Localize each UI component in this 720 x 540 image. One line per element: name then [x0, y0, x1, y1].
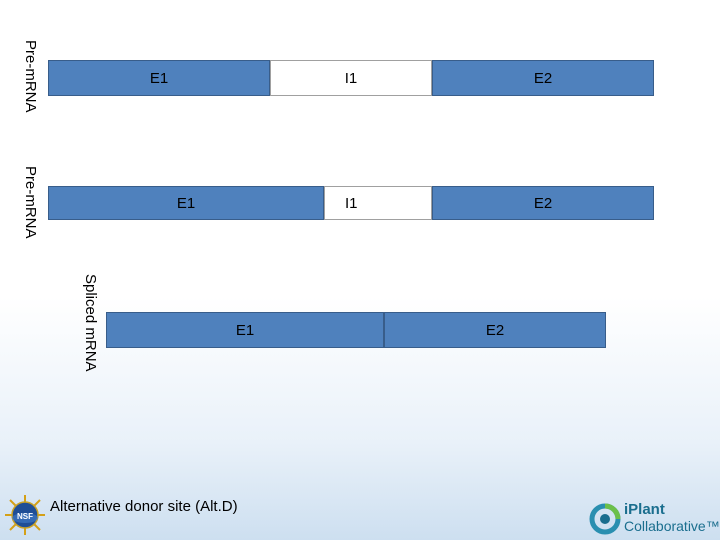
- row3-exon-e1: E1: [106, 312, 384, 348]
- nsf-logo: NSF: [5, 495, 45, 535]
- row1-exon-e1-label: E1: [149, 69, 169, 87]
- row1-exon-e1: E1: [48, 60, 270, 96]
- row3-exon-e2-label: E2: [485, 321, 505, 339]
- iplant-logo-line1: iPlant: [624, 501, 665, 518]
- row2-intron-i1-label: I1: [345, 194, 358, 212]
- row3-exon-e2: E2: [384, 312, 606, 348]
- row2-exon-e1-label: E1: [176, 194, 196, 212]
- row2-label: Pre-mRNA: [22, 166, 39, 239]
- row2-exon-e2: E2: [432, 186, 654, 220]
- row1-exon-e2-label: E2: [533, 69, 553, 87]
- iplant-leaf-icon: [589, 503, 621, 535]
- nsf-logo-text: NSF: [17, 512, 33, 521]
- row2-intron-i1: I1: [324, 186, 432, 220]
- iplant-logo: iPlant Collaborative™: [588, 500, 720, 540]
- row2-exon-e1: E1: [48, 186, 324, 220]
- row2-exon-e2-label: E2: [533, 194, 553, 212]
- row3-exon-e1-label: E1: [235, 321, 255, 339]
- row1-exon-e2: E2: [432, 60, 654, 96]
- row1-intron-i1: I1: [270, 60, 432, 96]
- row3-label: Spliced mRNA: [82, 274, 99, 372]
- row1-intron-i1-label: I1: [344, 69, 358, 87]
- iplant-logo-line2: Collaborative™: [624, 518, 720, 534]
- caption: Alternative donor site (Alt.D): [50, 498, 238, 515]
- row1-label: Pre-mRNA: [22, 40, 39, 113]
